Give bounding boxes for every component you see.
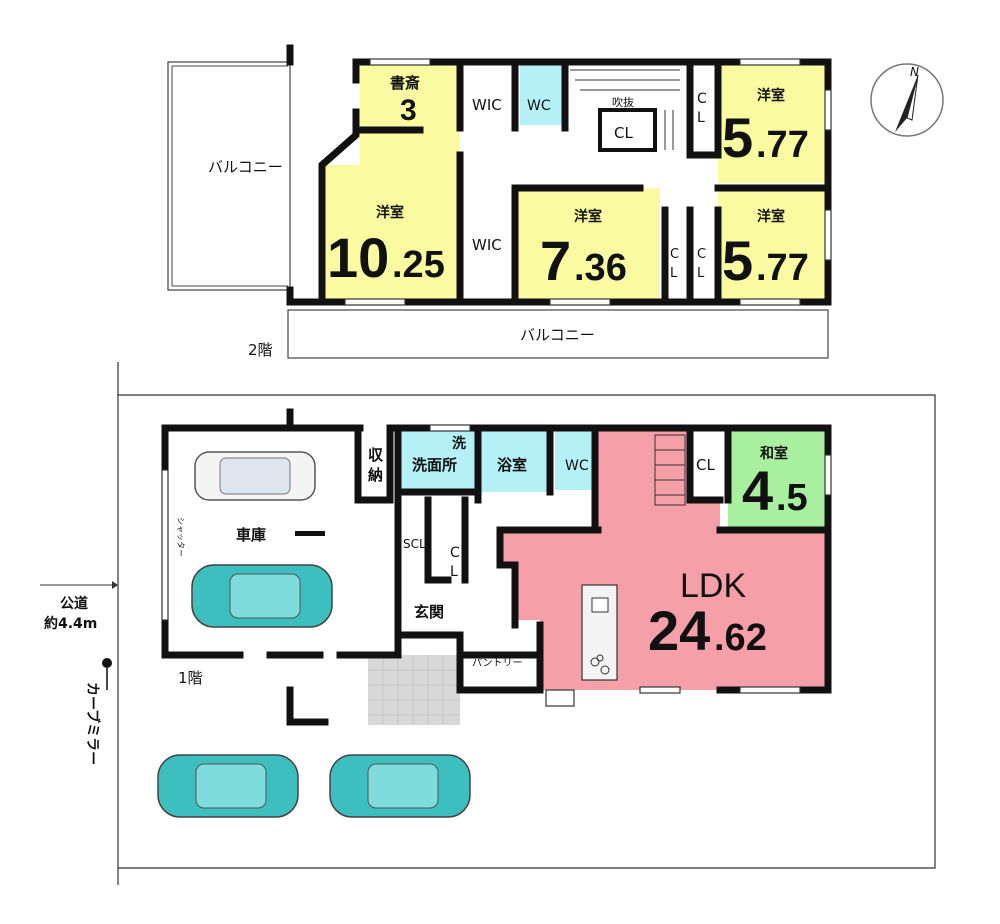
- room-se-name: 洋室: [757, 208, 785, 225]
- car-teal-left-icon: [157, 754, 299, 818]
- curve-mirror-icon: [102, 658, 112, 690]
- void-stair-lines: [570, 69, 680, 150]
- washitsu-name: 和室: [760, 445, 788, 462]
- wic-b-label: WIC: [472, 236, 502, 254]
- cl-mid-a-c: C: [670, 247, 679, 262]
- room-se-5-77: [718, 190, 828, 300]
- balcony-west-label: バルコニー: [208, 158, 283, 176]
- cl-hall-l: L: [450, 564, 458, 580]
- floor1-label: 1階: [178, 669, 203, 687]
- wash-label: 洗: [452, 435, 466, 452]
- cl-mid-b-c: C: [697, 247, 706, 262]
- stair-lines: [654, 434, 686, 506]
- kitchen-counter: [581, 584, 618, 681]
- balcony-west: [167, 61, 291, 291]
- wc-2f: [520, 65, 562, 125]
- car-teal-right-icon: [329, 754, 471, 818]
- washroom-label: 洗面所: [412, 456, 457, 474]
- void-label: 吹抜: [612, 95, 634, 109]
- floor1-walls: [161, 408, 832, 726]
- study-size: 3: [400, 94, 417, 127]
- wc-1f-room: [555, 430, 593, 490]
- room-ne-name: 洋室: [757, 87, 785, 104]
- floor2-plan: バルコニー バルコニー 2階 書斎 3 WIC WIC WC 吹抜 CL C L…: [167, 44, 832, 359]
- site-boundary: [40, 362, 936, 885]
- room-ne-5-77: [718, 65, 828, 183]
- room-7-36: [518, 188, 660, 300]
- ldk-name: LDK: [680, 567, 746, 605]
- mirror-label: カーブミラー: [84, 682, 101, 765]
- cl-mid-b-l: L: [697, 266, 705, 281]
- room-se-dec: .77: [756, 247, 809, 289]
- car-teal-garage-icon: [191, 564, 333, 628]
- floor2-label: 2階: [248, 341, 273, 359]
- ldk-dec: .62: [714, 617, 767, 659]
- room-ne-int: 5: [722, 106, 753, 169]
- room-mid-int: 7: [540, 229, 571, 292]
- bath-room: [480, 430, 548, 492]
- room-big-name: 洋室: [376, 204, 404, 221]
- cl-center-label: CL: [614, 124, 633, 142]
- floor1-windows: [161, 424, 832, 707]
- wc-2f-label: WC: [527, 98, 551, 114]
- road-label: 公道: [60, 595, 88, 612]
- washroom-room: [398, 430, 476, 492]
- bath-label: 浴室: [497, 456, 527, 474]
- room-10-25: [322, 130, 460, 300]
- ldk-int: 24: [648, 599, 710, 662]
- scl-label: SCL: [403, 537, 426, 551]
- north-label: N: [910, 65, 919, 79]
- washitsu-int: 4: [742, 459, 773, 522]
- car-white-icon: [194, 451, 316, 501]
- cl-ne-c: C: [697, 91, 707, 107]
- balcony-south: [287, 309, 829, 359]
- floor2-windows: [344, 58, 832, 306]
- study-name: 書斎: [390, 74, 420, 92]
- storage-b: 納: [368, 466, 383, 484]
- wic-a-label: WIC: [472, 96, 502, 114]
- storage-a: 収: [368, 446, 384, 464]
- room-ne-dec: .77: [756, 124, 809, 166]
- cl-ne-l: L: [697, 110, 705, 126]
- wc-1f-label: WC: [565, 458, 589, 474]
- room-big-int: 10: [327, 226, 389, 289]
- road-width: 約4.4m: [44, 615, 97, 632]
- room-big-dec: .25: [392, 244, 445, 286]
- entrance-hatch: [368, 655, 460, 725]
- floor2-walls: [286, 44, 832, 306]
- washitsu-dec: .5: [776, 477, 808, 519]
- balcony-south-label: バルコニー: [520, 326, 595, 344]
- floor1-plan: 1階 車庫 シャッター 収 納 洗 洗面所 浴室 WC CL 和室 4 .5 S…: [161, 408, 832, 726]
- room-se-int: 5: [722, 229, 753, 292]
- cl-mid-a-l: L: [670, 266, 678, 281]
- entrance-label: 玄関: [414, 603, 444, 621]
- shutter-label: シャッター: [176, 517, 185, 557]
- washitsu-room: [728, 430, 828, 530]
- cl-wa-label: CL: [696, 456, 715, 474]
- garage-label: 車庫: [236, 526, 266, 544]
- room-mid-name: 洋室: [574, 208, 602, 225]
- cl-hall-c: C: [450, 545, 460, 561]
- pantry-label: パントリー: [472, 657, 523, 669]
- north-arrow-icon: N: [870, 63, 944, 137]
- room-mid-dec: .36: [574, 247, 627, 289]
- study-room: [360, 65, 460, 130]
